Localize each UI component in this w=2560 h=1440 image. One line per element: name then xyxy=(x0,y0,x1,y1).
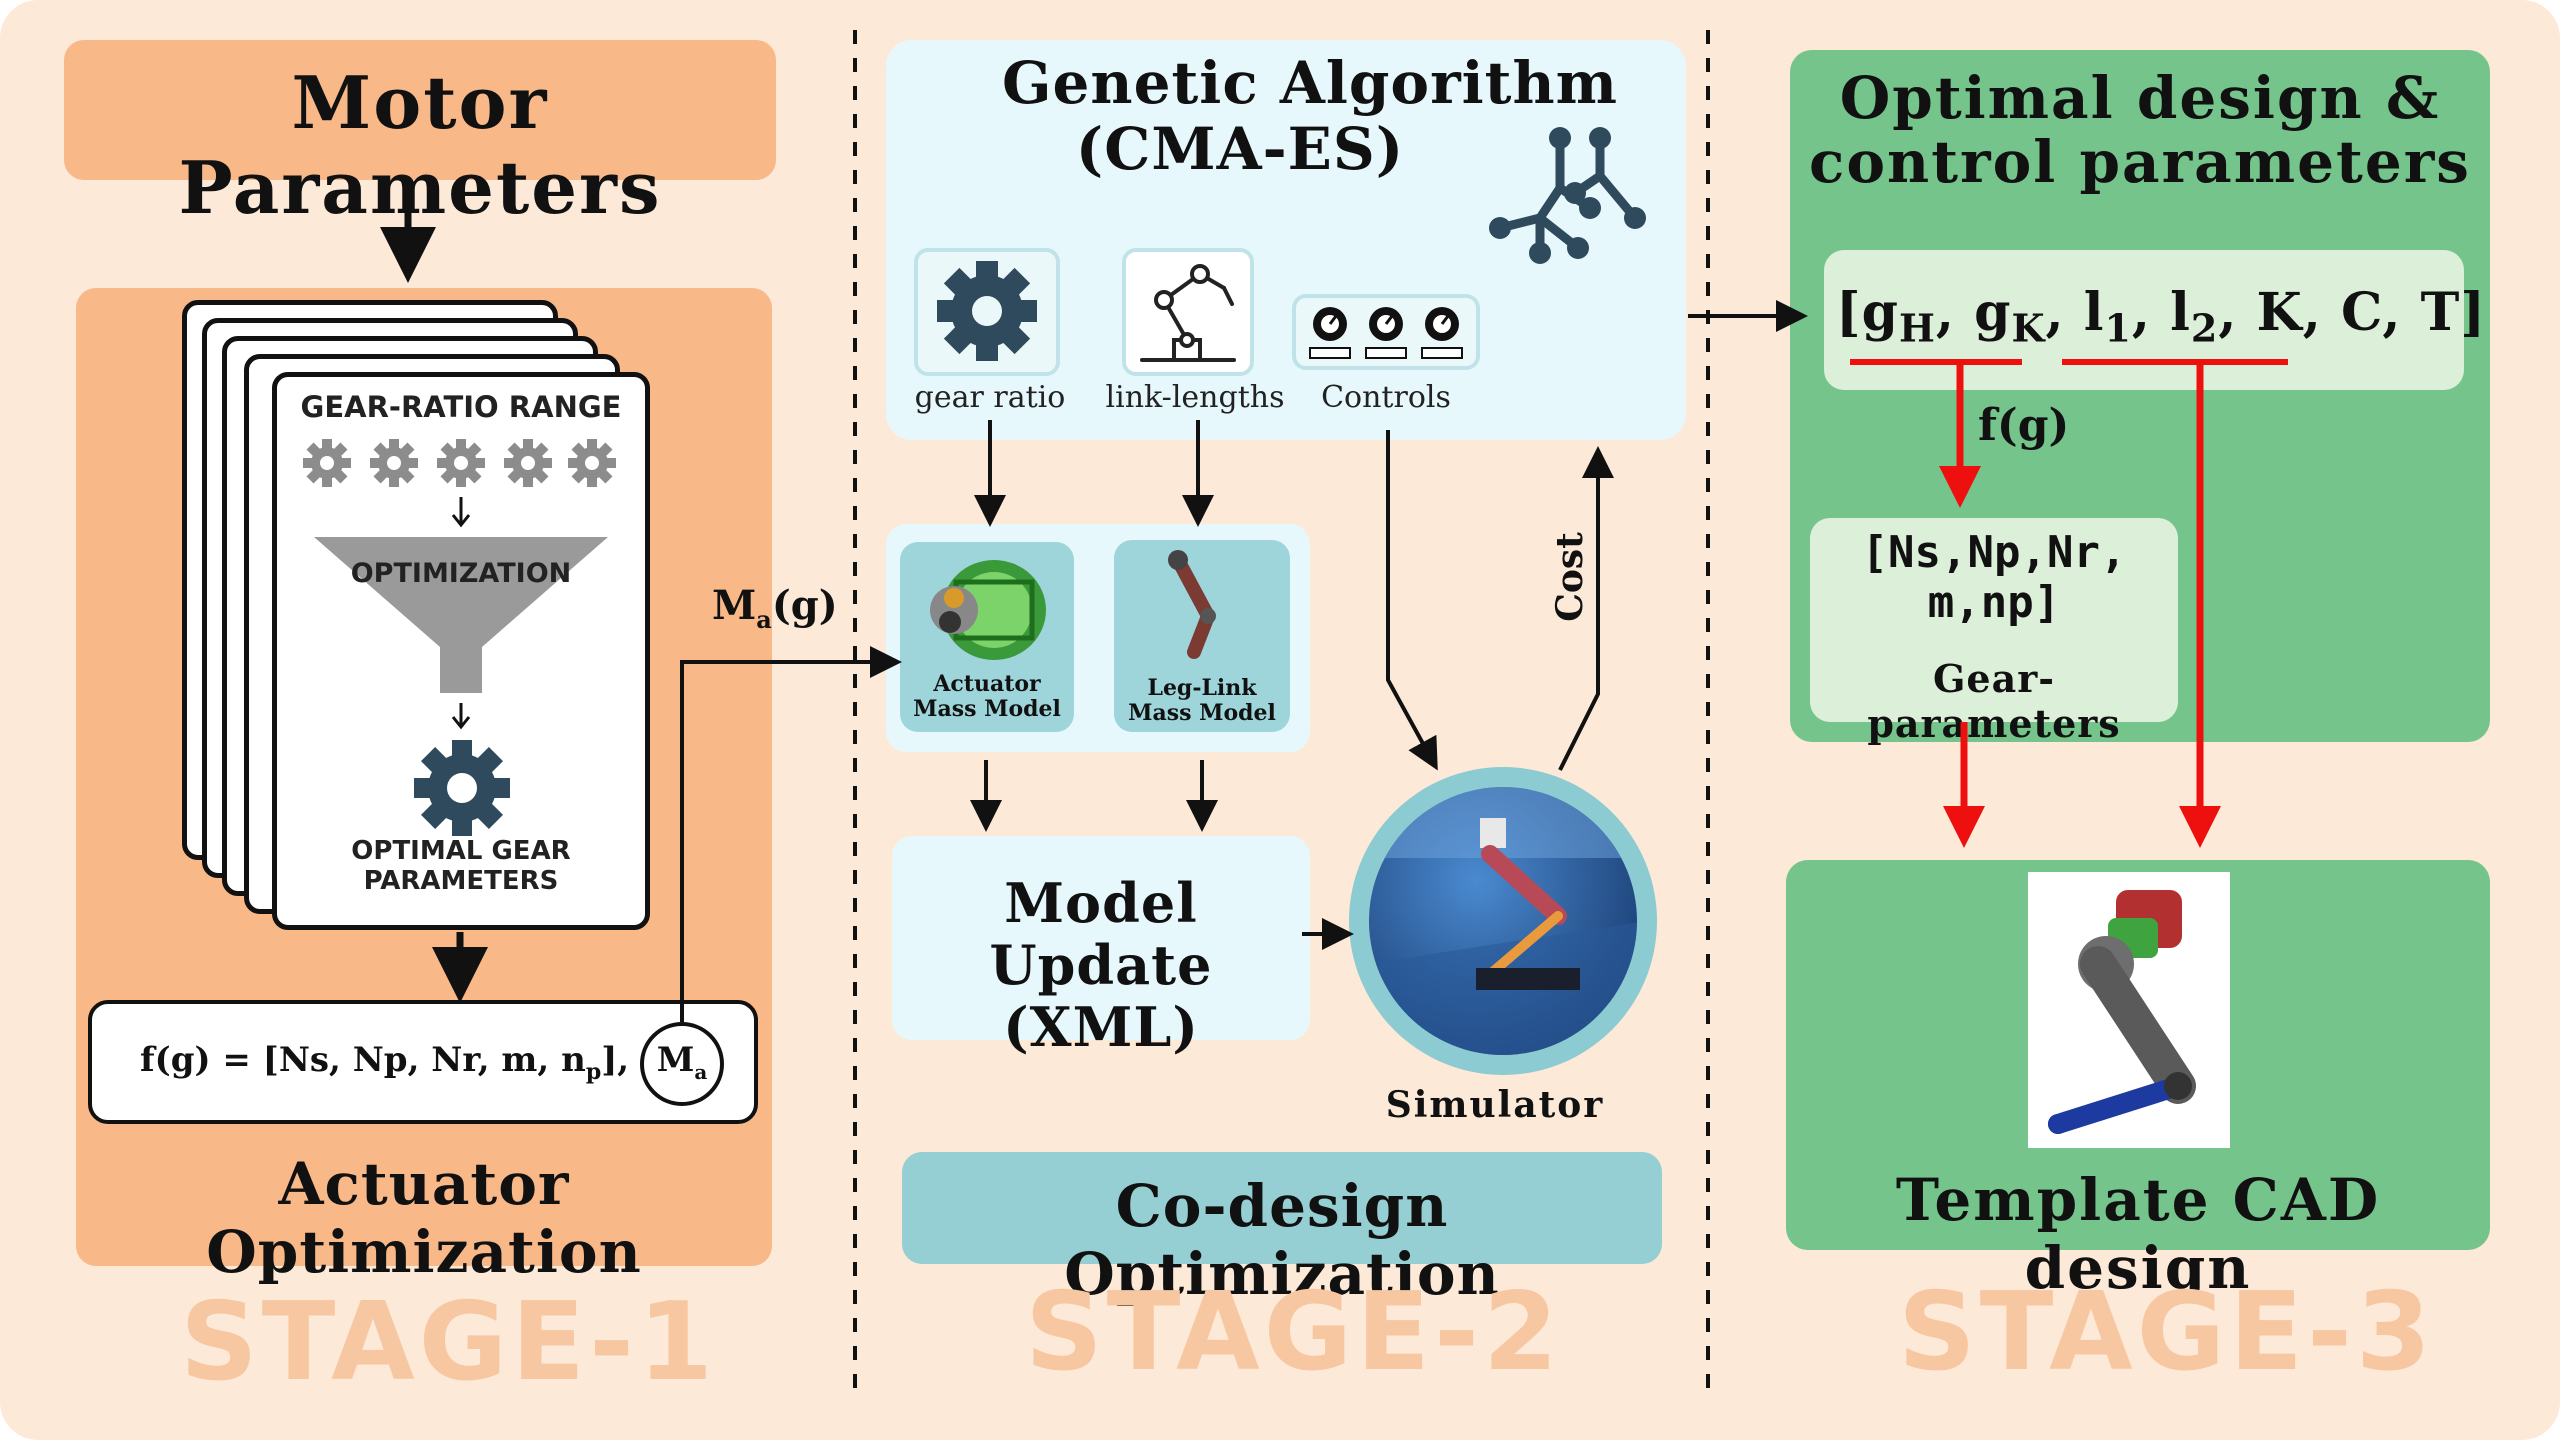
optimal-gear-line-2: PARAMETERS xyxy=(363,866,559,896)
simulator-label: Simulator xyxy=(1385,1084,1605,1126)
ma-sub: a xyxy=(694,1059,708,1084)
params-sep3: , l xyxy=(2131,282,2191,343)
formula-sub: p xyxy=(585,1058,602,1085)
model-update-line-1: Model Update xyxy=(989,871,1213,997)
stage-3-label: STAGE-3 xyxy=(1898,1270,2436,1395)
co-design-title: Co-design Optimization xyxy=(1064,1172,1500,1308)
actuator-model-line-2: Mass Model xyxy=(913,696,1061,722)
params-sep1: , g xyxy=(1935,282,2012,343)
cad-image xyxy=(2048,890,2196,1134)
genetic-algorithm-title: Genetic Algorithm (CMA-ES) xyxy=(950,50,1670,182)
template-cad-title: Template CAD design xyxy=(1895,1166,2381,1302)
param-h-sub: H xyxy=(1898,305,1936,351)
param-l1-sub: 1 xyxy=(2104,305,2132,351)
leg-model-line-1: Leg-Link xyxy=(1147,675,1257,701)
motor-parameters-box xyxy=(64,40,776,180)
actuator-mass-model-label: Actuator Mass Model xyxy=(900,672,1074,722)
params-vector-box xyxy=(1824,250,2464,390)
params-vector: [gH, gK, l1, l2, K, C, T] xyxy=(1836,282,2486,350)
ma-g-main: M xyxy=(712,582,757,629)
ga-line-1: Genetic Algorithm xyxy=(1001,49,1619,117)
optimal-gear-line-1: OPTIMAL GEAR xyxy=(351,836,571,866)
gear-icon xyxy=(937,261,1037,361)
cost-label: Cost xyxy=(1549,532,1591,622)
gear-params-line-1: [Ns,Np,Nr, xyxy=(1861,527,2127,578)
funnel-icon xyxy=(314,537,608,693)
link-lengths-label: link-lengths xyxy=(1105,380,1285,415)
params-tail: , K, C, T] xyxy=(2218,282,2486,343)
gear-params-line-2: m,np] xyxy=(1927,577,2061,628)
ma-circle xyxy=(640,1022,724,1106)
gear-icon xyxy=(568,439,616,487)
knobs-icon xyxy=(1309,307,1463,359)
ma-circle-label: Ma xyxy=(640,1040,724,1084)
fg-label: f(g) xyxy=(1978,400,2070,451)
model-update-box xyxy=(892,836,1310,1040)
gear-ratio-range-title: GEAR-RATIO RANGE xyxy=(300,390,622,424)
formula-text: f(g) = [Ns, Np, Nr, m, np], xyxy=(140,1040,629,1085)
gear-icon xyxy=(370,439,418,487)
gear-ratio-label: gear ratio xyxy=(914,380,1066,415)
co-design-title-box xyxy=(902,1152,1662,1264)
ma-g-sub: a xyxy=(756,605,772,634)
actuator-image xyxy=(930,560,1046,660)
ma-g-tail: (g) xyxy=(771,582,838,629)
optimal-gear-parameters-label: OPTIMAL GEAR PARAMETERS xyxy=(272,836,650,896)
leg-model-line-2: Mass Model xyxy=(1128,700,1276,726)
gear-icon xyxy=(437,439,485,487)
model-update-label: Model Update (XML) xyxy=(892,872,1310,1058)
params-sep2: , l xyxy=(2045,282,2105,343)
controls-label: Controls xyxy=(1321,380,1451,415)
leg-link-image xyxy=(1168,550,1216,659)
robot-arm-icon xyxy=(1140,264,1236,362)
gear-icon xyxy=(303,439,351,487)
stage-2-label: STAGE-2 xyxy=(1025,1270,1563,1395)
actuator-model-line-1: Actuator xyxy=(933,671,1041,697)
model-update-line-2: (XML) xyxy=(1003,995,1199,1059)
formula-main: f(g) = [Ns, Np, Nr, m, n xyxy=(140,1040,586,1080)
optimization-funnel-label: OPTIMIZATION xyxy=(350,558,572,589)
motor-parameters-label: Motor Parameters xyxy=(178,60,662,230)
stage-1-label: STAGE-1 xyxy=(180,1280,718,1405)
gear-parameters-vector: [Ns,Np,Nr, m,np] xyxy=(1810,528,2178,628)
optimal-title-line-2: control parameters xyxy=(1809,128,2471,196)
gear-parameters-box xyxy=(1810,518,2178,722)
simulator-image xyxy=(1349,767,1657,1075)
actuator-optimization-title: Actuator Optimization xyxy=(206,1150,642,1286)
leg-link-mass-model-label: Leg-Link Mass Model xyxy=(1114,676,1290,726)
optimal-title-line-1: Optimal design & xyxy=(1839,64,2441,132)
param-k-sub: K xyxy=(2011,305,2046,351)
formula-tail: ], xyxy=(601,1040,630,1080)
ma-g-label: Ma(g) xyxy=(712,582,838,634)
params-open: [g xyxy=(1836,282,1899,343)
ga-line-2: (CMA-ES) xyxy=(1075,115,1405,183)
gear-icon xyxy=(504,439,552,487)
gear-ratio-gears xyxy=(303,439,616,730)
tree-icon xyxy=(1489,127,1646,264)
gear-parameters-caption: Gear-parameters xyxy=(1867,656,2121,746)
optimal-parameters-title: Optimal design & control parameters xyxy=(1790,66,2490,194)
param-l2-sub: 2 xyxy=(2190,305,2219,351)
ma-main: M xyxy=(656,1040,695,1080)
gear-icon xyxy=(414,740,510,836)
